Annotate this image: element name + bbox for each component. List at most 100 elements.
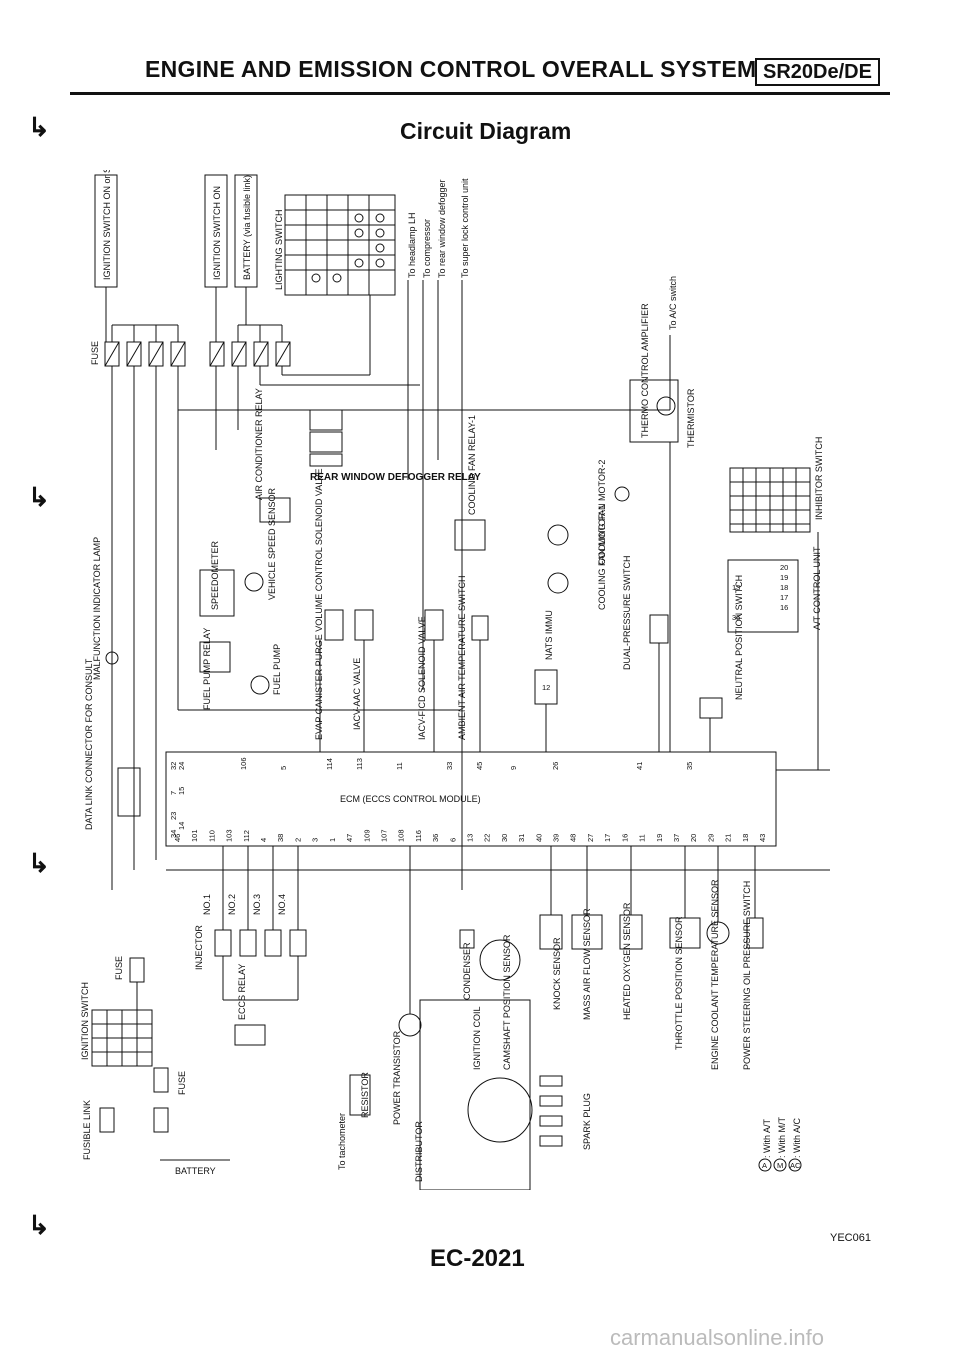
at-pin: 17: [780, 593, 788, 602]
ecm-bottom-pin: 21: [724, 834, 733, 842]
cooling-fan-relay-label: COOLING FAN RELAY-1: [467, 415, 477, 515]
fuel-pump-label: FUEL PUMP: [272, 644, 282, 695]
svg-text:45: 45: [475, 762, 484, 770]
svg-text:11: 11: [395, 762, 404, 770]
svg-text:: With A/C: : With A/C: [792, 1117, 802, 1158]
fuel-pump-motor-symbol: [250, 675, 270, 695]
ecm-bottom-pin: 31: [517, 834, 526, 842]
circuit-diagram: IGNITION SWITCH ON or START IGNITION SWI…: [80, 170, 830, 1190]
ecm-bottom-pin: 30: [500, 834, 509, 842]
ecm-left-pins: 7 15 23 14 34: [169, 787, 186, 838]
resistor-box: [349, 1074, 371, 1116]
at-pin: 35: [732, 613, 740, 622]
svg-text:34: 34: [169, 830, 178, 838]
iacv-aac-label: IACV-AAC VALVE: [352, 658, 362, 730]
ecm-bottom-pin: 4: [259, 838, 268, 842]
ecm-bottom-pin: 3: [311, 838, 320, 842]
ecm-bottom-pin: 107: [380, 829, 389, 842]
nats-label: NATS IMMU: [544, 610, 554, 660]
knock-label: KNOCK SENSOR: [552, 937, 562, 1010]
ecm-bottom-pin: 48: [569, 834, 578, 842]
power-transistor-symbol: [398, 1013, 422, 1037]
header-rule: [70, 92, 890, 95]
svg-text:26: 26: [551, 762, 560, 770]
page-header: ENGINE AND EMISSION CONTROL OVERALL SYST…: [135, 52, 895, 92]
ecm-bottom-pin: 29: [706, 834, 715, 842]
page-title: ENGINE AND EMISSION CONTROL OVERALL SYST…: [145, 56, 757, 82]
dual-pressure-label: DUAL-PRESSURE SWITCH: [622, 555, 632, 670]
cooling-fan-motor1-symbol: [547, 572, 569, 594]
svg-text:5: 5: [279, 766, 288, 770]
svg-text:: With A/T: : With A/T: [762, 1118, 772, 1158]
ecm-bottom-pin: 38: [276, 834, 285, 842]
ecm-bottom-pin: 116: [414, 830, 423, 842]
watermark: carmanualsonline.info: [610, 1325, 825, 1350]
distributor-rotor: [467, 1077, 533, 1143]
ecm-label: ECM (ECCS CONTROL MODULE): [340, 794, 481, 804]
injector-no2: NO.2: [227, 894, 237, 915]
maf-label: MASS AIR FLOW SENSOR: [582, 908, 592, 1020]
nats-pin: 12: [542, 683, 550, 692]
to-ac-switch-label: To A/C switch: [668, 276, 678, 330]
ecm-bottom-pin: 22: [483, 834, 492, 842]
engine-badge: SR20De/DE: [755, 58, 880, 86]
svg-text:: With M/T: : With M/T: [777, 1117, 787, 1158]
legend-key-ac: AC: [790, 1161, 801, 1170]
condenser-symbol: [459, 929, 475, 949]
heated-o2-label: HEATED OXYGEN SENSOR: [622, 902, 632, 1020]
injector-no4: NO.4: [277, 894, 287, 915]
to-headlamp-label: To headlamp LH: [407, 212, 417, 278]
relay-stack: [259, 409, 486, 551]
cooling-fan-motor1-label: COOLING FAN MOTOR-1: [597, 505, 607, 610]
ecm-box: [165, 751, 777, 847]
thermo-amp-label: THERMO CONTROL AMPLIFIER: [640, 303, 650, 438]
svg-text:14: 14: [177, 822, 186, 830]
ecm-bottom-pin: 101: [190, 829, 199, 842]
lighting-switch-grid: [284, 194, 396, 296]
ecm-bottom-pin: 13: [466, 834, 475, 842]
ecm-top-pins: 32 24 106 5 114 113 11 33 45 9 26 41 35: [169, 757, 694, 770]
ecm-bottom-pin: 6: [448, 838, 457, 842]
fuse-row-top: [104, 341, 291, 367]
ambient-air-label: AMBIENT AIR TEMPERATURE SWITCH: [457, 575, 467, 740]
svg-text:113: 113: [355, 758, 364, 770]
injector-label: INJECTOR: [194, 925, 204, 970]
to-rear-defogger-label: To rear window defogger: [437, 179, 447, 278]
ecm-bottom-pin: 112: [242, 830, 251, 842]
distributor-box: [419, 999, 531, 1190]
vehicle-speed-sensor-symbol: [244, 572, 264, 592]
speedometer-box: [199, 569, 235, 617]
svg-text:24: 24: [177, 762, 186, 770]
svg-text:33: 33: [445, 762, 454, 770]
mil-label: MALFUNCTION INDICATOR LAMP: [92, 537, 102, 680]
diagram-code: YEC061: [830, 1232, 871, 1244]
ecm-bottom-pin: 1: [328, 838, 337, 842]
cooling-fan-motor2-label: COOLING FAN MOTOR-2: [597, 460, 607, 565]
ecm-bottom-pin: 108: [397, 829, 406, 842]
injector-coils: [214, 929, 307, 957]
throttle-label: THROTTLE POSITION SENSOR: [674, 916, 684, 1050]
ecm-bottom-pin: 19: [655, 834, 664, 842]
power-steering-label: POWER STEERING OIL PRESSURE SWITCH: [742, 881, 752, 1070]
ecm-bottom-pin: 20: [689, 834, 698, 842]
resistor-label: RESISTOR: [360, 1072, 370, 1118]
corner-mark: ↳: [28, 848, 50, 878]
condenser-label: CONDENSER: [462, 942, 472, 1000]
svg-text:15: 15: [177, 787, 186, 795]
injector-no3: NO.3: [252, 894, 262, 915]
iacv-ficd-coil: [424, 609, 444, 641]
cooling-fan-motor2-symbol: [547, 524, 569, 546]
ecm-bottom-pin: 36: [431, 834, 440, 842]
ecm-bottom-pin: 37: [672, 834, 681, 842]
distributor-label: DISTRIBUTOR: [414, 1121, 424, 1182]
ecm-bottom-pin: 2: [293, 838, 302, 842]
fusible-link-symbol: [99, 1107, 115, 1133]
svg-text:23: 23: [169, 812, 178, 820]
at-pin: 20: [780, 563, 788, 572]
camshaft-label: CAMSHAFT POSITION SENSOR: [502, 934, 512, 1070]
thermistor-symbol: [656, 396, 676, 416]
neutral-switch-label: NEUTRAL POSITION SWITCH: [734, 575, 744, 700]
thermo-amp-box: [629, 379, 679, 443]
speedometer-label: SPEEDOMETER: [210, 540, 220, 610]
ecm-bottom-pin: 109: [362, 829, 371, 842]
